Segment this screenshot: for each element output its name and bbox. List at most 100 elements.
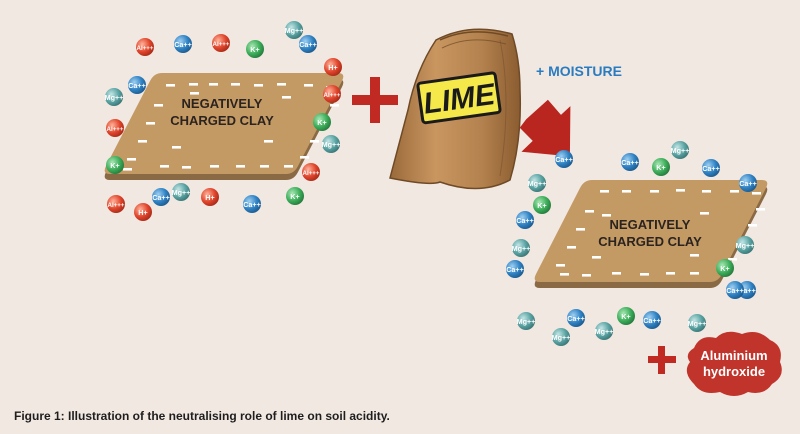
ion-mg: Mg++ [512, 239, 531, 257]
negative-charge-mark [231, 83, 240, 86]
aluminium-hydroxide-line1: Aluminium [700, 348, 767, 363]
clay-label-line1: NEGATIVELY [182, 96, 263, 111]
ion-label: Mg++ [528, 179, 547, 188]
ion-label: Ca++ [621, 158, 639, 167]
ion-label: Ca++ [738, 286, 756, 295]
negative-charge-mark [264, 140, 273, 143]
negative-charge-mark [154, 104, 163, 107]
ion-k: K+ [652, 158, 670, 176]
negative-charge-mark [640, 273, 649, 276]
negative-charge-mark [700, 212, 709, 215]
ion-label: Ca++ [555, 155, 573, 164]
ion-al: Al+++ [302, 163, 320, 181]
negative-charge-mark [690, 254, 699, 257]
negative-charge-mark [260, 165, 269, 168]
ion-mg: Mg++ [172, 183, 191, 201]
figure-caption: Figure 1: Illustration of the neutralisi… [14, 409, 390, 423]
ion-ca: Ca++ [128, 76, 146, 94]
ion-label: H+ [138, 208, 147, 217]
negative-charge-mark [146, 122, 155, 125]
ion-al: Al+++ [136, 38, 154, 56]
ion-h: H+ [134, 203, 152, 221]
ion-label: Ca++ [739, 179, 757, 188]
ion-label: Ca++ [567, 314, 585, 323]
ion-label: Al+++ [302, 170, 319, 177]
negative-charge-mark [567, 246, 576, 249]
ion-label: K+ [537, 201, 546, 210]
plus-sign-small [648, 346, 676, 374]
ion-mg: Mg++ [595, 322, 614, 340]
ion-ca: Ca++ [555, 150, 573, 168]
ion-k: K+ [533, 196, 551, 214]
negative-charge-mark [189, 83, 198, 86]
ion-ca: Ca++ [702, 159, 720, 177]
negative-charge-mark [254, 84, 263, 87]
negative-charge-mark [756, 208, 765, 211]
right-ion-cloud: Ca++Ca++K+Mg++Ca++Ca++Mg++K+Ca++Mg++Ca++… [506, 141, 757, 346]
ion-ca: Ca++ [567, 309, 585, 327]
ion-k: K+ [313, 113, 331, 131]
ion-ca: Ca++ [643, 311, 661, 329]
negative-charge-mark [622, 190, 631, 193]
negative-charge-mark [752, 192, 761, 195]
negative-charge-mark [728, 258, 737, 261]
ion-al: Al+++ [107, 195, 125, 213]
ion-mg: Mg++ [105, 88, 124, 106]
negative-charge-mark [300, 156, 309, 159]
negative-charge-mark [600, 190, 609, 193]
negative-charge-mark [210, 165, 219, 168]
ion-label: Mg++ [517, 317, 536, 326]
negative-charge-mark [277, 83, 286, 86]
ion-label: Mg++ [688, 319, 707, 328]
negative-charge-mark [556, 264, 565, 267]
negative-charge-mark [310, 140, 319, 143]
clay-label-line2: CHARGED CLAY [598, 234, 702, 249]
aluminium-hydroxide-blob: Aluminium hydroxide [686, 331, 782, 396]
ion-label: Ca++ [726, 286, 744, 295]
ion-label: Mg++ [671, 146, 690, 155]
ion-label: K+ [110, 161, 119, 170]
ion-k: K+ [286, 187, 304, 205]
ion-k: K+ [106, 156, 124, 174]
ion-label: K+ [290, 192, 299, 201]
ion-label: Mg++ [595, 327, 614, 336]
ion-h: H+ [324, 58, 342, 76]
moisture-label: + MOISTURE [536, 63, 622, 79]
ion-ca: Ca++ [739, 174, 757, 192]
negative-charge-mark [236, 165, 245, 168]
negative-charge-mark [127, 158, 136, 161]
negative-charge-marks [123, 83, 339, 171]
left-clay-particle: NEGATIVELY CHARGED CLAY [104, 73, 344, 180]
ion-ca: Ca++ [726, 281, 744, 299]
ion-label: Ca++ [243, 200, 261, 209]
negative-charge-mark [666, 272, 675, 275]
negative-charge-mark [650, 190, 659, 193]
negative-charge-mark [304, 84, 313, 87]
negative-charge-mark [209, 83, 218, 86]
ion-mg: Mg++ [517, 312, 536, 330]
lime-label-panel [416, 71, 502, 125]
ion-label: Mg++ [172, 188, 191, 197]
ion-ca: Ca++ [506, 260, 524, 278]
clay-label-line2: CHARGED CLAY [170, 113, 274, 128]
negative-charge-mark [748, 224, 757, 227]
negative-charge-mark [284, 165, 293, 168]
ion-label: K+ [720, 264, 729, 273]
negative-charge-mark [138, 140, 147, 143]
negative-charge-mark [560, 273, 569, 276]
ion-k: K+ [246, 40, 264, 58]
clay-label-line1: NEGATIVELY [610, 217, 691, 232]
ion-ca: Ca++ [621, 153, 639, 171]
ion-label: Mg++ [105, 93, 124, 102]
ion-label: Ca++ [299, 40, 317, 49]
ion-label: Mg++ [552, 333, 571, 342]
ion-ca: Ca++ [299, 35, 317, 53]
reaction-arrow [519, 99, 571, 157]
negative-charge-mark [690, 272, 699, 275]
ion-label: Ca++ [128, 81, 146, 90]
negative-charge-mark [582, 274, 591, 277]
right-clay-particle: NEGATIVELY CHARGED CLAY [534, 180, 768, 288]
ion-label: K+ [250, 45, 259, 54]
ion-al: Al+++ [106, 119, 124, 137]
ion-label: Mg++ [512, 244, 531, 253]
